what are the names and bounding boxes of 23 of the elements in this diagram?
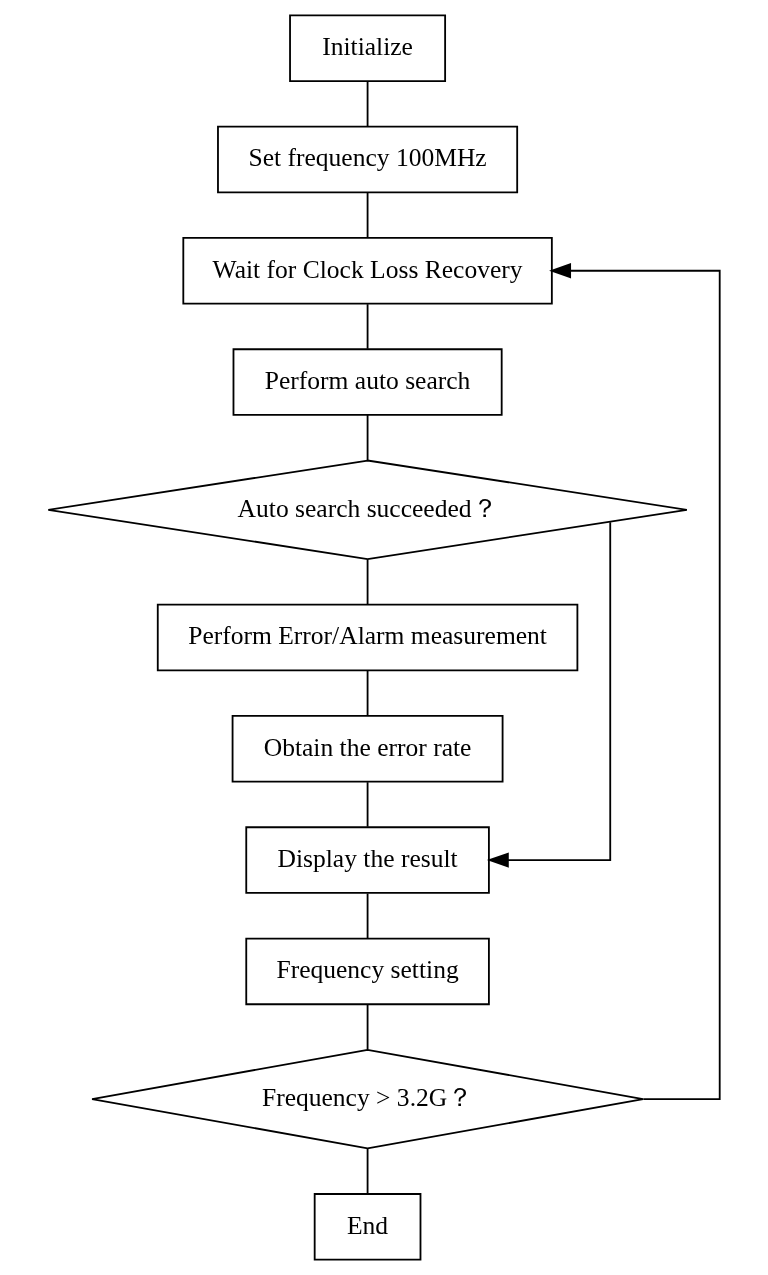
connector <box>366 1003 369 1051</box>
arrow <box>549 263 721 1100</box>
node-box: Frequency setting <box>245 937 490 1006</box>
node-box: End <box>313 1193 422 1261</box>
connector <box>366 414 369 462</box>
node-diamond: Frequency > 3.2G？ <box>91 1048 644 1150</box>
node-box: Perform auto search <box>232 348 503 416</box>
node-box: Obtain the error rate <box>231 715 504 783</box>
connector <box>366 558 369 606</box>
node-diamond: Auto search succeeded？ <box>47 459 688 560</box>
node-box: Set frequency 100MHz <box>217 125 519 194</box>
connector <box>366 1147 369 1195</box>
node-box: Perform Error/Alarm measurement <box>156 603 579 672</box>
connector <box>366 303 369 350</box>
connector <box>366 80 369 128</box>
connector <box>366 892 369 939</box>
arrow <box>486 521 612 868</box>
node-box: Initialize <box>289 14 447 82</box>
node-box: Display the result <box>245 826 490 894</box>
connector <box>366 781 369 828</box>
node-box: Wait for Clock Loss Recovery <box>182 237 553 305</box>
connector <box>366 670 369 717</box>
connector <box>366 191 369 239</box>
